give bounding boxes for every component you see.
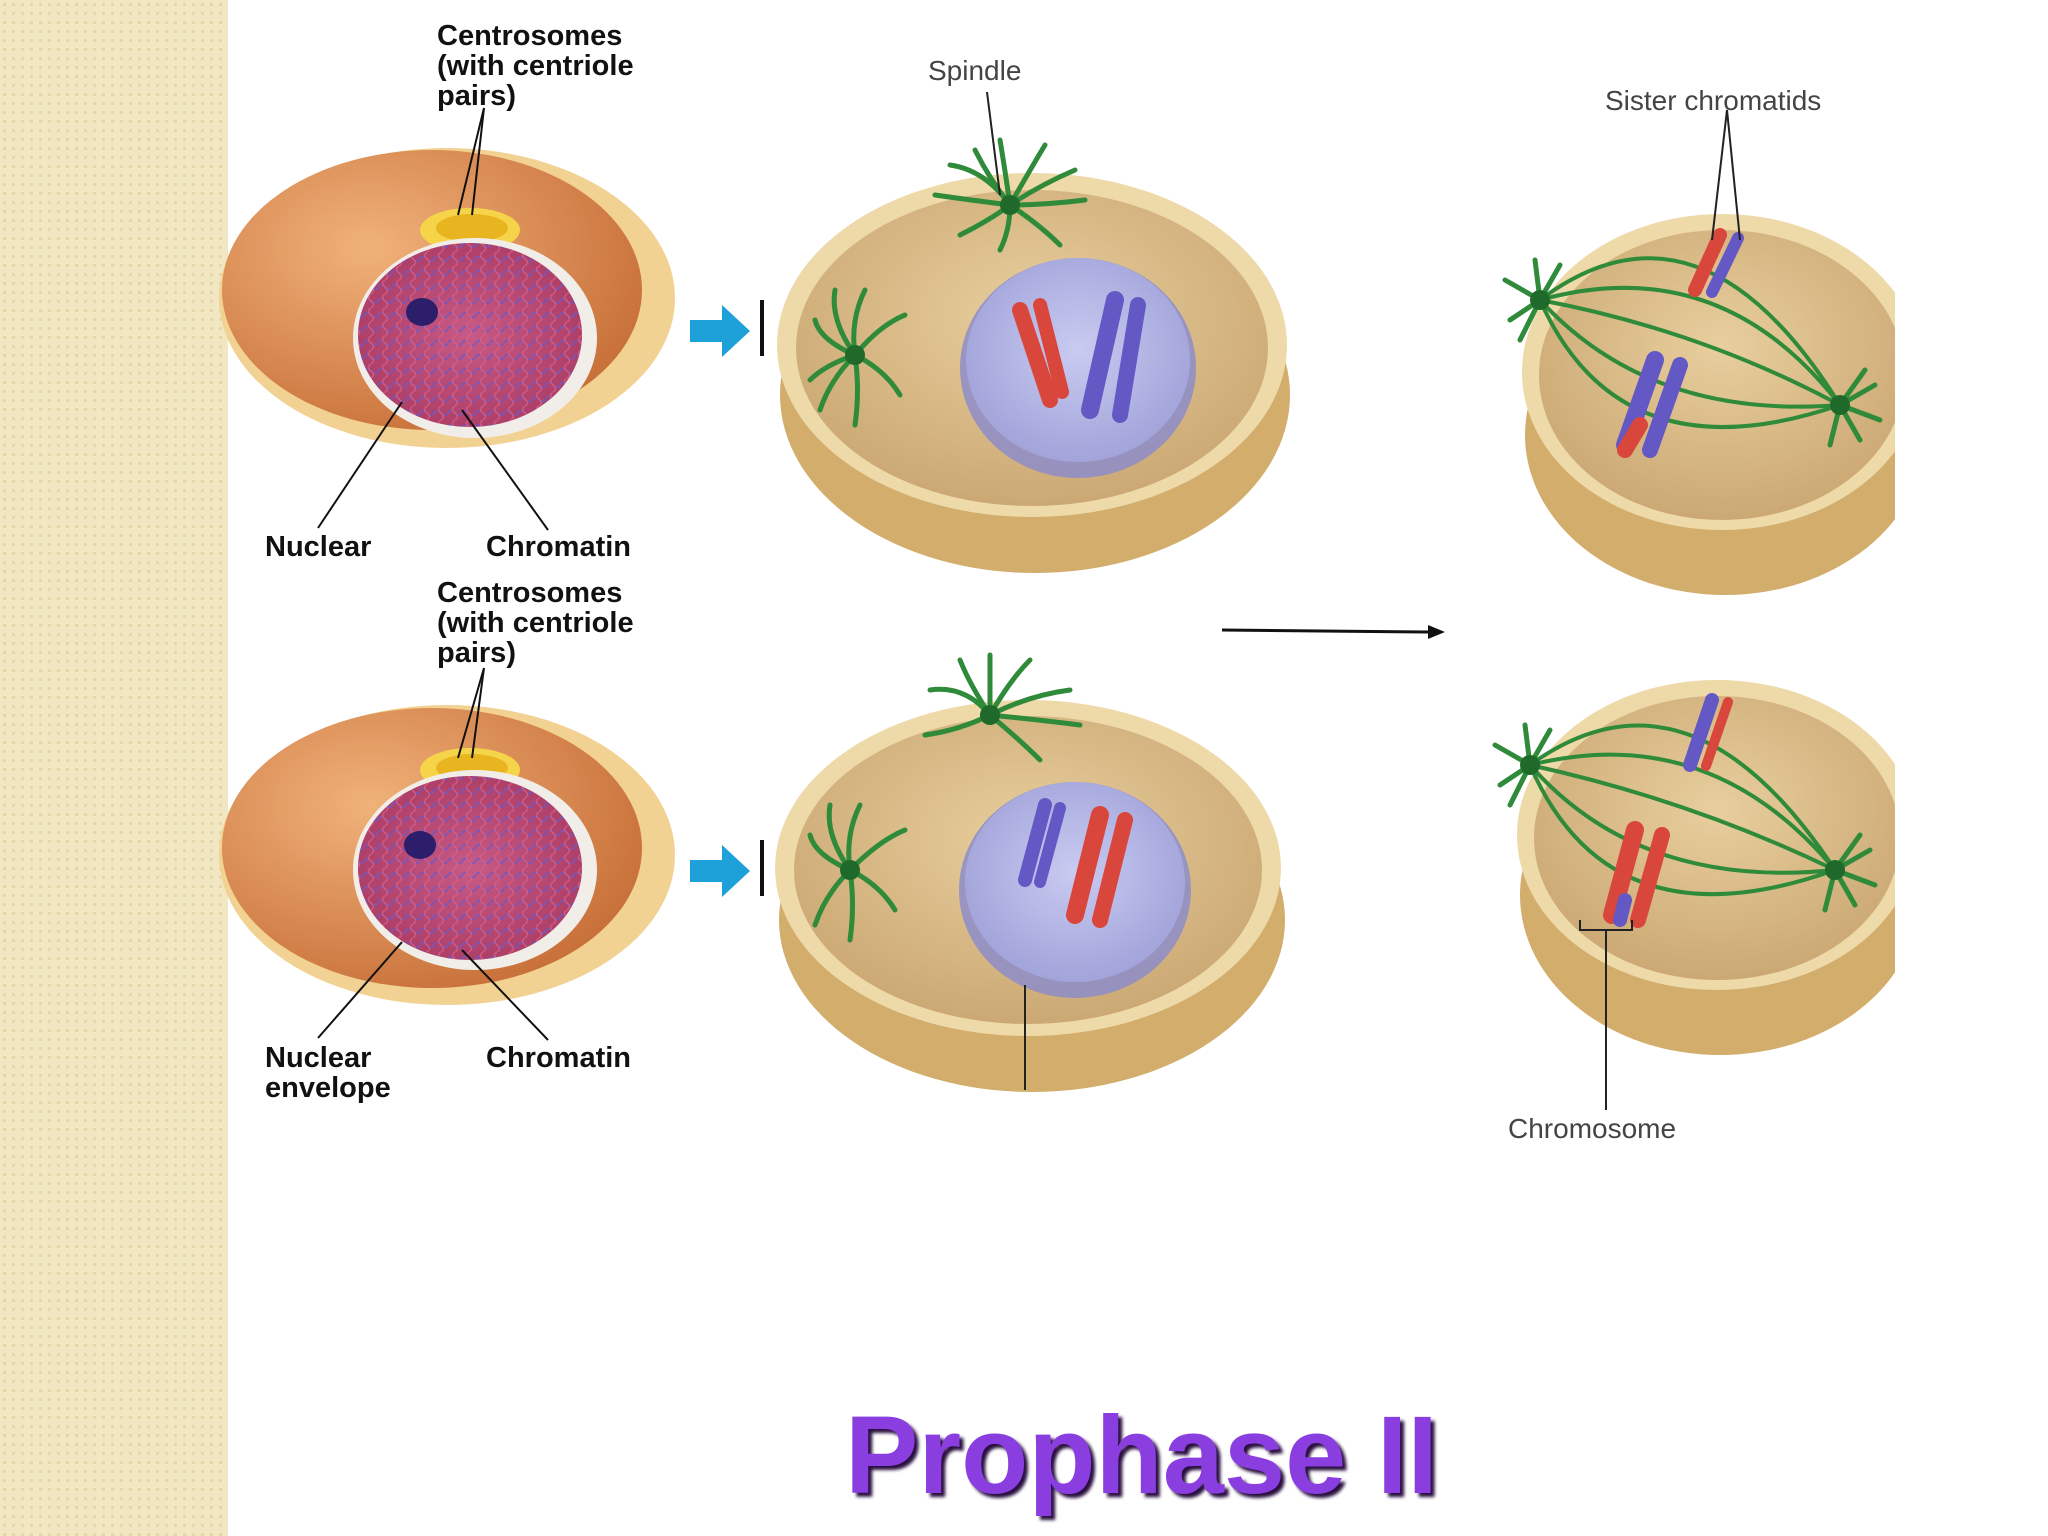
centrosomes-label-bottom-line2: (with centriole [437,607,634,639]
spindle-label: Spindle [928,55,1021,86]
late-prophase-cell-bottom [1492,680,1920,1055]
nuclear-label-top: Nuclear [265,531,371,563]
centrosomes-label-line2: (with centriole [437,50,634,82]
centrosomes-label-bottom: Centrosomes (with centriole pairs) [437,577,634,669]
leader-lines-top-left [317,107,549,531]
decorative-sidebar [0,0,228,1536]
sister-chromatids-leaders [1711,109,1741,241]
prophase-cell-top [777,137,1290,573]
panel-edge [228,568,748,578]
nuclear-envelope-line1: Nuclear [265,1042,371,1074]
centrosomes-label-bottom-line1: Centrosomes [437,577,622,609]
centrosomes-label-line3: pairs) [437,80,516,112]
divider [760,300,764,356]
nuclear-envelope-line2: envelope [265,1072,391,1104]
centrosomes-label-line1: Centrosomes [437,20,622,52]
prophase-cell-bottom [775,652,1285,1092]
arrow-right-icon [690,305,750,357]
divider [760,840,764,896]
chromosome-label: Chromosome [1508,1113,1676,1144]
arrow-right-icon [690,845,750,897]
centrosomes-label-top: Centrosomes (with centriole pairs) [437,20,634,112]
spindle-leader [986,91,1001,196]
chromatin-label-bottom: Chromatin [486,1042,631,1074]
chromatin-label-top: Chromatin [486,531,631,563]
chromosome-bracket [1579,920,1633,1110]
sister-chromatids-label: Sister chromatids [1605,85,1821,116]
leader-lines-bottom-left [317,667,549,1041]
interphase-cell-top [219,148,675,448]
right-margin [1895,0,2048,1200]
centrosomes-label-bottom-line3: pairs) [437,637,516,669]
late-prophase-cell-top [1502,214,1925,595]
slide-title: Prophase II [845,1394,1438,1517]
nuclear-envelope-label: Nuclear envelope [265,1042,391,1104]
interphase-cell-bottom [219,705,675,1005]
long-arrow-icon [1221,625,1445,639]
